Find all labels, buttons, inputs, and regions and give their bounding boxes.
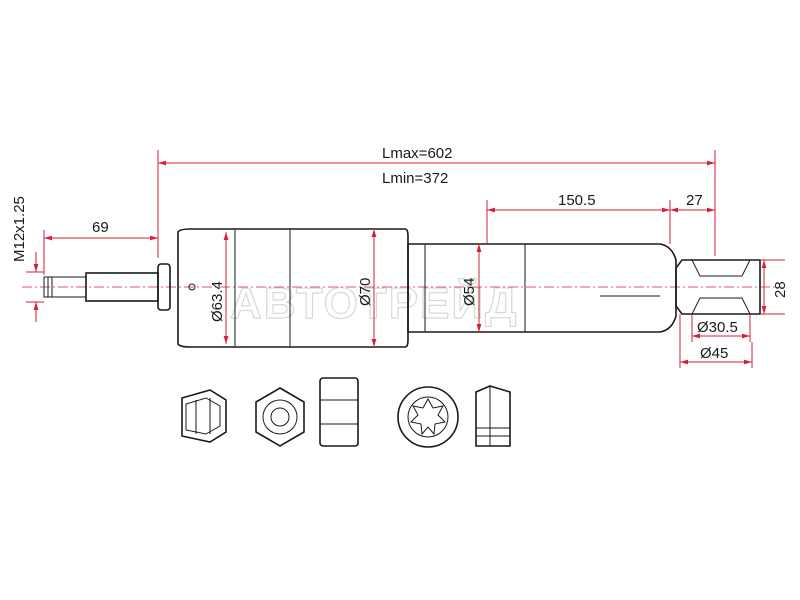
lower-body (407, 243, 677, 333)
rod-length-label: 69 (92, 219, 109, 236)
lmin-label: Lmin=372 (382, 170, 448, 187)
shock-absorber (43, 228, 761, 348)
hardware-row (181, 377, 511, 448)
dia-30-label: Ø30.5 (697, 319, 738, 336)
offset-27-label: 27 (686, 192, 703, 209)
bushing-icon (319, 377, 359, 447)
sleeve-icon (475, 385, 511, 447)
upper-body (177, 228, 409, 348)
span-150-label: 150.5 (558, 192, 596, 209)
lmax-label: Lmax=602 (382, 145, 452, 162)
thread-label: M12x1.25 (11, 196, 28, 262)
dia-63-label: Ø63.4 (209, 281, 226, 322)
hex-nut-icon (255, 387, 305, 447)
washer-icon (397, 386, 459, 448)
dia-70-label: Ø70 (357, 278, 374, 306)
dia-45-label: Ø45 (700, 345, 728, 362)
eye-width-label: 28 (772, 281, 789, 298)
rod-collar (157, 263, 171, 311)
dia-54-label: Ø54 (461, 278, 478, 306)
lock-nut-icon (181, 389, 227, 443)
dimension-lines: Lmax=602 Lmin=372 69 M12x1.25 Ø63.4 Ø70 … (11, 145, 789, 368)
